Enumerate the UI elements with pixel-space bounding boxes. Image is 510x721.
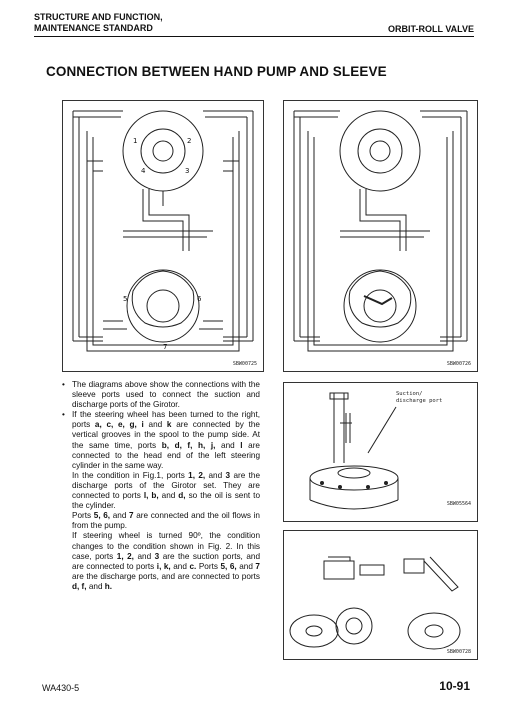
text-run: and <box>170 561 190 571</box>
figure-1-code: SBW00725 <box>232 361 257 367</box>
text-run: and <box>86 581 105 591</box>
port-ref: 7 <box>255 561 260 571</box>
svg-text:3: 3 <box>185 167 189 175</box>
port-ref: 3 <box>154 551 160 561</box>
figure-3-code: SBW05564 <box>446 501 471 507</box>
header-section: STRUCTURE AND FUNCTION, MAINTENANCE STAN… <box>34 12 163 34</box>
port-ref: i, k, <box>156 561 171 571</box>
svg-text:5: 5 <box>123 295 127 303</box>
text-run: If the steering wheel has been turned to… <box>72 410 260 430</box>
figure-3-drawing <box>309 392 399 510</box>
text-run: If steering wheel is turned 90º, the con… <box>72 531 260 561</box>
bullet-2: If the steering wheel has been turned to… <box>62 410 260 471</box>
svg-text:7: 7 <box>163 343 167 351</box>
text-run: In the condition in Fig.1, ports <box>72 470 189 480</box>
header-divider <box>34 36 474 37</box>
figure-4-drawing <box>289 556 461 650</box>
footer-page-number: 10-91 <box>439 679 470 693</box>
text-run: are connected to the head end of the lef… <box>72 440 260 470</box>
text-run: Ports <box>196 561 221 571</box>
port-ref: l <box>240 440 243 450</box>
port-ref: k <box>166 420 172 430</box>
port-ref: 1, 2, <box>188 470 206 480</box>
header-section-line1: STRUCTURE AND FUNCTION, <box>34 12 163 22</box>
text-run: are connected by the vertical grooves in… <box>72 420 260 450</box>
body-text: The diagrams above show the connections … <box>62 380 260 592</box>
port-ref: d, <box>178 491 186 501</box>
port-ref: 1, 2, <box>116 551 134 561</box>
header-section-line2: MAINTENANCE STANDARD <box>34 23 153 33</box>
header-chapter: ORBIT-ROLL VALVE <box>387 24 474 34</box>
text-run: are the discharge ports, and are connect… <box>72 571 260 581</box>
port-ref: h. <box>104 581 113 591</box>
port-ref: 5, 6, <box>93 511 111 521</box>
text-run: Ports <box>72 511 94 521</box>
svg-text:1: 1 <box>133 137 137 145</box>
paragraph-ports-inflow: Ports 5, 6, and 7 are connected and the … <box>62 511 260 531</box>
text-run: and <box>236 561 256 571</box>
svg-text:4: 4 <box>141 167 146 175</box>
text-run: so the oil is sent to the cylinder. <box>72 491 260 511</box>
figure-3-label-line1: Suction/ <box>396 391 423 397</box>
port-ref: l, b, <box>143 491 159 501</box>
page-title: CONNECTION BETWEEN HAND PUMP AND SLEEVE <box>46 64 387 79</box>
text-run: and <box>158 491 179 501</box>
text-run: and <box>143 420 167 430</box>
paragraph-fig1: In the condition in Fig.1, ports 1, 2, a… <box>62 471 260 511</box>
figure-1-hydraulic-diagram: 1 2 3 4 5 6 7 SBW00725 <box>62 100 264 372</box>
svg-text:6: 6 <box>197 295 202 303</box>
figure-2-drawing <box>293 110 468 352</box>
text-run: are the discharge ports of the Girotor s… <box>72 470 261 501</box>
text-run: are connected and the oil flows in from … <box>72 511 260 531</box>
figure-2-hydraulic-diagram: SBW00726 <box>283 100 478 372</box>
svg-text:2: 2 <box>187 137 191 145</box>
footer-model: WA430-5 <box>42 683 80 693</box>
port-ref: c. <box>189 561 197 571</box>
text-run: and <box>215 440 241 450</box>
port-ref: 7 <box>129 511 134 521</box>
paragraph-fig2: If steering wheel is turned 90º, the con… <box>62 531 260 592</box>
text-run: and <box>110 511 130 521</box>
figure-3-label-line2: discharge port <box>396 398 443 404</box>
figure-4-exploded-view: SBW00728 <box>283 530 478 660</box>
figure-3-label: Suction/ discharge port <box>396 391 442 405</box>
figure-4-code: SBW00728 <box>446 649 471 655</box>
bullet-1: The diagrams above show the connections … <box>62 380 260 410</box>
port-ref: b, d, f, h, j, <box>161 440 216 450</box>
port-ref: 3 <box>225 470 231 480</box>
figure-1-drawing: 1 2 3 4 5 6 7 <box>72 110 254 352</box>
port-ref: 5, 6, <box>220 561 237 571</box>
port-ref: a, c, e, g, i <box>94 420 144 430</box>
text-run: are the suction ports, and are connected… <box>72 551 260 571</box>
text-run: and <box>205 470 226 480</box>
port-ref: d, f, <box>72 581 87 591</box>
text-run: and <box>133 551 155 561</box>
figure-3-spool-sleeve: Suction/ discharge port SBW05564 <box>283 382 478 522</box>
figure-2-code: SBW00726 <box>446 361 471 367</box>
